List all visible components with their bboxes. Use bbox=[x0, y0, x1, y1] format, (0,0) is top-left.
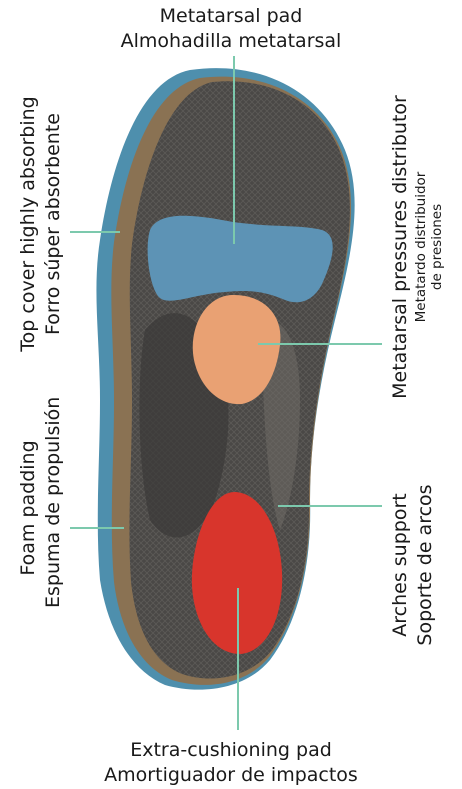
label-arches-support: Arches support Soporte de arcos bbox=[388, 475, 438, 655]
label-foam-padding-es: Espuma de propulsión bbox=[41, 408, 66, 608]
label-arches-support-en: Arches support bbox=[388, 475, 413, 655]
label-cushioning-pad-en: Extra-cushioning pad bbox=[0, 738, 462, 763]
label-distributor-en: Metatarsal pressures distributor bbox=[388, 72, 413, 422]
label-top-cover: Top cover highly absorbing Forro súper a… bbox=[16, 74, 66, 374]
label-foam-padding: Foam padding Espuma de propulsión bbox=[16, 408, 66, 608]
label-extra-cushioning-pad: Extra-cushioning pad Amortiguador de imp… bbox=[0, 738, 462, 788]
label-cushioning-pad-es: Amortiguador de impactos bbox=[0, 763, 462, 788]
label-distributor-es-1: Metatardo distribuidor bbox=[413, 72, 429, 422]
label-top-cover-es: Forro súper absorbente bbox=[41, 74, 66, 374]
label-arches-support-es: Soporte de arcos bbox=[413, 475, 438, 655]
label-top-cover-en: Top cover highly absorbing bbox=[16, 74, 41, 374]
label-distributor-es-2: de presiones bbox=[429, 72, 445, 422]
label-metatarsal-pad: Metatarsal pad Almohadilla metatarsal bbox=[0, 4, 462, 54]
label-metatarsal-pad-es: Almohadilla metatarsal bbox=[0, 29, 462, 54]
metatarsal-pad bbox=[148, 216, 333, 303]
label-distributor: Metatarsal pressures distributor Metatar… bbox=[388, 72, 445, 422]
label-metatarsal-pad-en: Metatarsal pad bbox=[0, 4, 462, 29]
label-foam-padding-en: Foam padding bbox=[16, 408, 41, 608]
